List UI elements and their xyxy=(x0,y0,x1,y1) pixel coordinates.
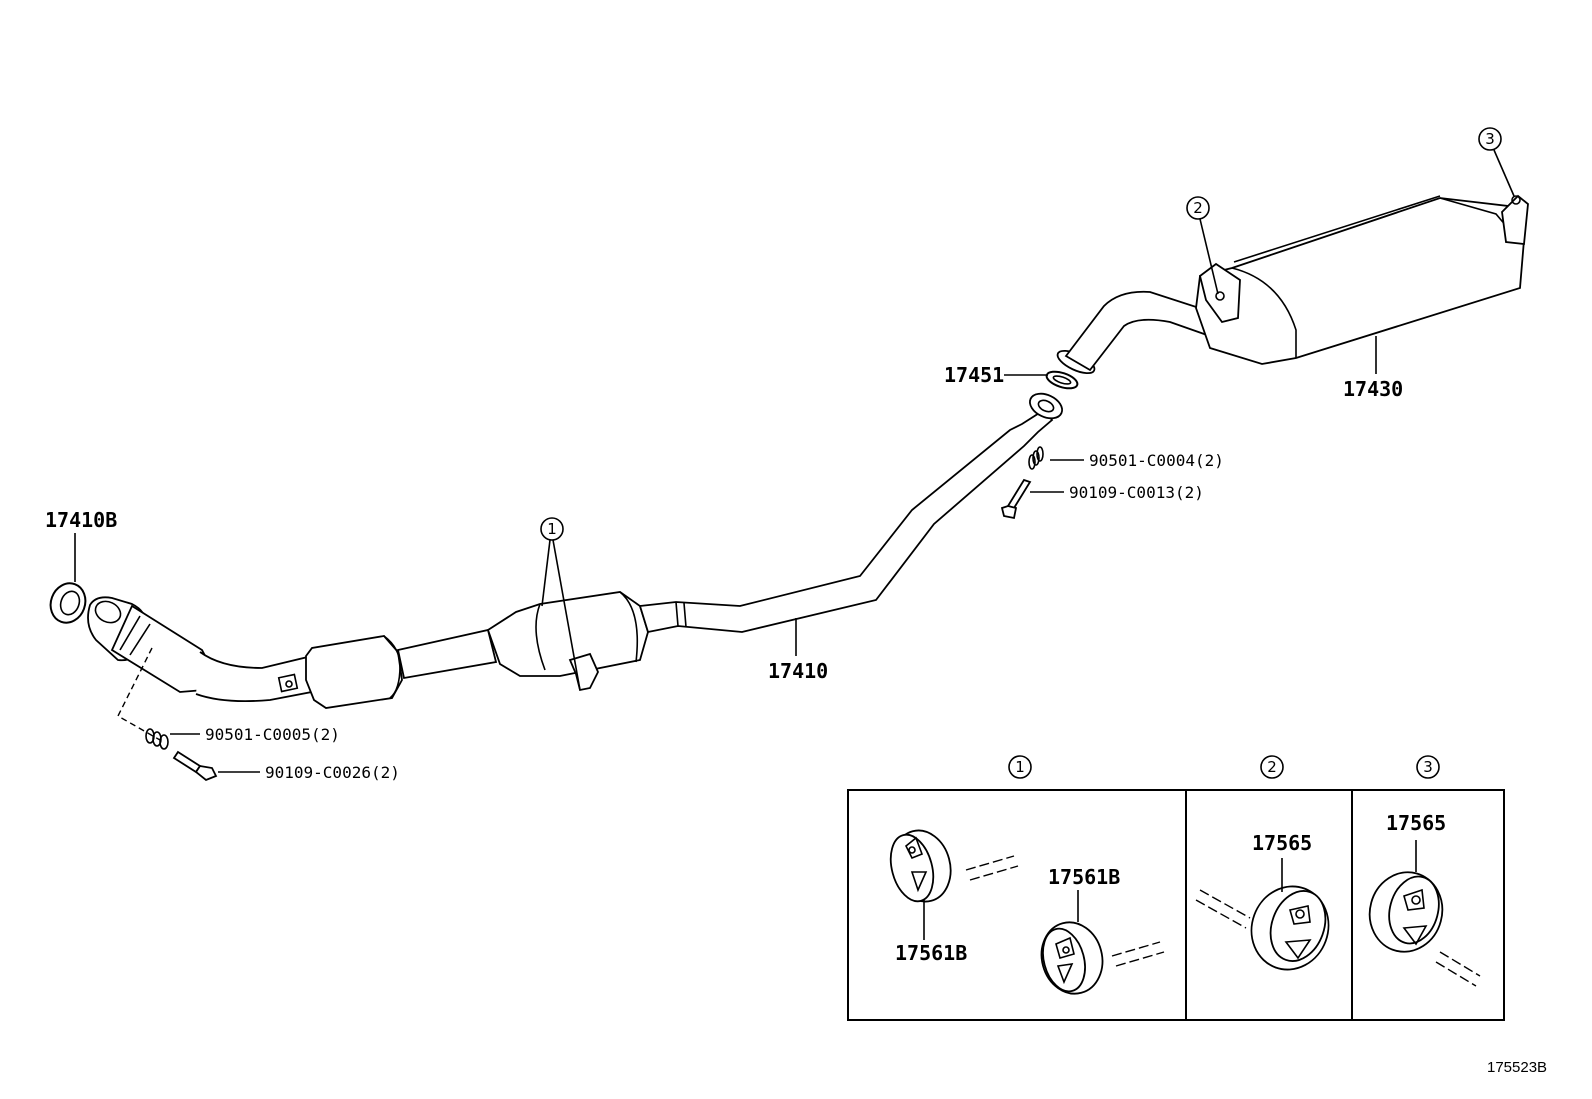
bolt-front-icon xyxy=(172,750,218,782)
detail-part-17565-col2[interactable]: 17565 xyxy=(1252,831,1312,855)
callout-1-leader-b xyxy=(552,539,581,691)
part-label-spring-front[interactable]: 90501-C0005(2) xyxy=(205,725,340,744)
callout-number-1: 1 xyxy=(547,520,557,538)
detail-header-3: 3 xyxy=(1423,758,1433,776)
rod-1a xyxy=(965,855,1019,881)
rubber-hanger-3-icon xyxy=(1368,871,1444,953)
detail-table xyxy=(847,789,1505,1021)
detail-part-17561B-a[interactable]: 17561B xyxy=(895,941,967,965)
rubber-hanger-2-icon xyxy=(1250,885,1330,971)
callout-circle-2[interactable] xyxy=(1186,196,1210,220)
detail-header-2: 2 xyxy=(1267,758,1277,776)
callout-number-2: 2 xyxy=(1193,199,1203,217)
detail-part-17565-col3[interactable]: 17565 xyxy=(1386,811,1446,835)
part-label-bolt-front[interactable]: 90109-C0026(2) xyxy=(265,763,400,782)
bolt-mid-icon xyxy=(1000,478,1032,520)
callout-circle-1[interactable] xyxy=(540,517,564,541)
part-label-17410B[interactable]: 17410B xyxy=(45,508,117,532)
detail-part-17561B-b[interactable]: 17561B xyxy=(1048,865,1120,889)
part-label-17430[interactable]: 17430 xyxy=(1343,377,1403,401)
front-pipe-assembly xyxy=(87,392,1063,709)
detail-header-circle-2 xyxy=(1260,755,1284,779)
callout-number-3: 3 xyxy=(1485,130,1495,148)
dashed-guide-front xyxy=(117,647,161,741)
gasket-mid-ring xyxy=(1045,370,1079,390)
callout-1-leader-a xyxy=(541,539,551,607)
rubber-hanger-1b-icon xyxy=(1040,921,1104,995)
gasket-front-ring xyxy=(49,582,87,624)
callout-2-leader xyxy=(1199,218,1219,295)
rod-1b xyxy=(1111,941,1165,967)
part-label-17451[interactable]: 17451 xyxy=(944,363,1004,387)
figure-id: 175523B xyxy=(1487,1059,1547,1076)
rubber-hanger-1a-icon xyxy=(889,829,952,903)
part-label-bolt-mid[interactable]: 90109-C0013(2) xyxy=(1069,483,1204,502)
part-label-spring-mid[interactable]: 90501-C0004(2) xyxy=(1089,451,1224,470)
detail-header-circle-1 xyxy=(1008,755,1032,779)
callout-circle-3[interactable] xyxy=(1478,127,1502,151)
detail-header-1: 1 xyxy=(1015,758,1025,776)
callout-3-leader xyxy=(1493,149,1515,197)
detail-header-circle-3 xyxy=(1416,755,1440,779)
tail-pipe-muffler xyxy=(1056,194,1529,375)
rod-3 xyxy=(1435,951,1481,987)
rod-2 xyxy=(1195,889,1251,929)
part-label-17410[interactable]: 17410 xyxy=(768,659,828,683)
spring-front-icon xyxy=(145,728,169,750)
spring-mid-icon xyxy=(1028,446,1044,470)
